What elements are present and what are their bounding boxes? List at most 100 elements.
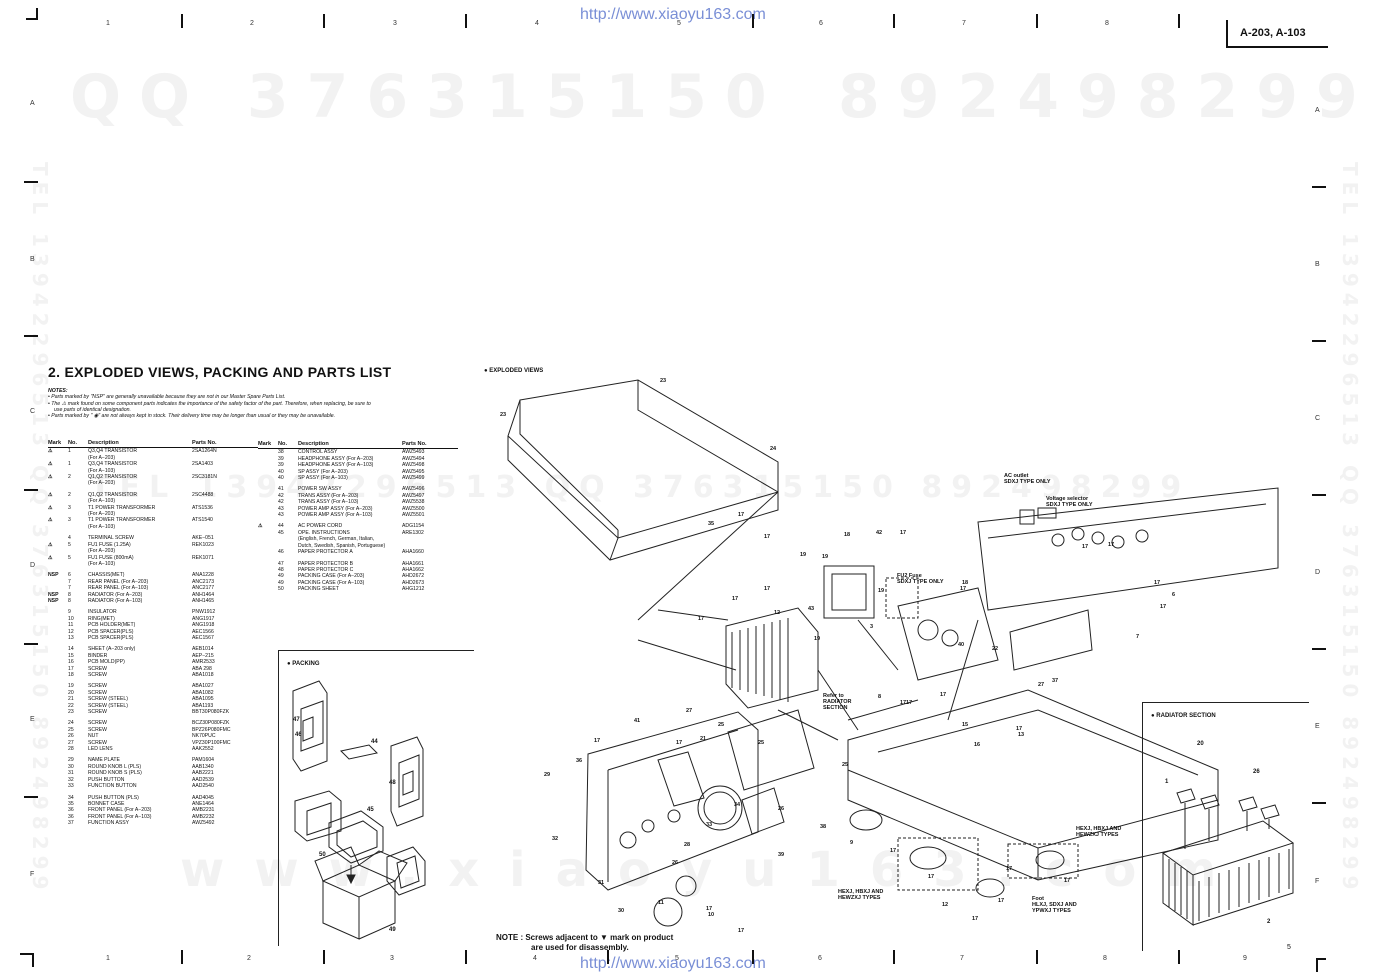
no-cell: 29 <box>68 757 74 764</box>
col-number: 7 <box>960 955 964 962</box>
description-cell: POWER SW ASSY <box>298 486 342 493</box>
description-cell: SHEET (A−203 only) <box>88 646 136 653</box>
row-tick <box>24 335 38 337</box>
row-tick <box>24 489 38 491</box>
col-number: 4 <box>533 955 537 962</box>
callout: 17 <box>998 898 1004 904</box>
corner-mark-tl <box>26 18 38 20</box>
col-number: 1 <box>106 955 110 962</box>
watermark-url-bottom: http://www.xiaoyu163.com <box>580 955 766 972</box>
callout: 37 <box>1052 678 1058 684</box>
parts-no-cell: AWZ5499 <box>402 475 425 482</box>
watermark-qq-right: 892498299 <box>838 62 1376 132</box>
header-no: No. <box>278 441 298 450</box>
watermark-side-right: TEL 13942296513 QQ 376315150 892498299 <box>1338 162 1362 896</box>
callout: 26 <box>778 806 784 812</box>
parts-no-cell: ATS1536 <box>192 504 213 511</box>
col-tick <box>1178 950 1180 964</box>
exploded-views-label: ● EXPLODED VIEWS <box>484 368 544 374</box>
callout: 23 <box>500 412 506 418</box>
no-cell: 27 <box>68 739 74 746</box>
notes-heading: NOTES: <box>48 388 68 394</box>
model-tag: A-203, A-103 <box>1226 20 1328 48</box>
callout: 25 <box>718 722 724 728</box>
packing-box: ● PACKING 47 46 <box>278 650 474 946</box>
description-cell: POWER AMP ASSY (For A−103) <box>298 512 373 519</box>
col-number: 2 <box>250 20 254 27</box>
parts-no-cell: AHA1661 <box>402 560 424 567</box>
description-cell: SCREW <box>88 720 107 727</box>
no-cell: 20 <box>68 689 74 696</box>
mark-cell: ⚠ <box>48 504 53 511</box>
table-row: (English, French, German, Italian, <box>258 536 458 542</box>
fu2-fuse: FU2 Fuse <box>897 573 922 579</box>
callout: 40 <box>958 642 964 648</box>
header-parts-no: Parts No. <box>192 440 258 449</box>
foot: Foot <box>1032 896 1044 902</box>
exploded-view-drawing: 23 23 24 35 17 17 42 17 19 19 18 19 43 3… <box>500 378 1279 934</box>
no-cell: 35 <box>68 800 74 807</box>
no-cell: 12 <box>68 628 74 635</box>
hewzxj-types: HEWZXJ TYPES <box>1076 832 1119 839</box>
parts-no-cell: 2SC4488 <box>192 491 214 498</box>
col-tick <box>323 950 325 964</box>
no-cell: 21 <box>68 696 74 703</box>
table-row: 12 PCB SPACER(PLS) AEC1566 <box>48 629 258 635</box>
callout: 17 <box>1016 726 1022 732</box>
callout: 17 <box>698 616 704 622</box>
no-cell: 16 <box>68 659 74 666</box>
col-tick <box>893 950 895 964</box>
packing-label: ● PACKING <box>287 661 320 667</box>
callout: 15 <box>962 722 968 728</box>
parts-no-cell: AEC1566 <box>192 628 214 635</box>
no-cell: 44 <box>278 523 284 530</box>
row-letter: C <box>1315 415 1321 422</box>
callout: 17 <box>900 530 906 536</box>
mark-cell <box>258 449 278 456</box>
row-letter: B <box>1315 261 1320 268</box>
callout: 39 <box>778 852 784 858</box>
description-cell: (For A−203) <box>88 511 116 518</box>
foot-label: Foot HLXJ, SDXJ AND YPWXJ TYPES <box>1032 896 1077 915</box>
description-cell: SCREW <box>88 672 107 678</box>
no-cell: 32 <box>68 776 74 783</box>
watermark-url-top: http://www.xiaoyu163.com <box>580 6 766 23</box>
col-number: 6 <box>819 20 823 27</box>
callout: 20 <box>1197 741 1204 747</box>
callout: 12 <box>942 902 948 908</box>
description-cell: PUSH BUTTON <box>88 776 125 783</box>
parts-no-cell: AWZ5495 <box>402 468 425 475</box>
callout: 21 <box>700 736 706 742</box>
callout: 33 <box>706 822 712 828</box>
description-cell: PCB SPACER(PLS) <box>88 628 134 635</box>
description-cell: FUNCTION BUTTON <box>88 783 137 790</box>
parts-no-cell: AHD2673 <box>402 579 425 586</box>
parts-no-cell: AWZ5492 <box>192 820 215 827</box>
radiator-section-box: ● RADIATOR SECTION 20 26 1 2 <box>1142 702 1309 951</box>
callout: 48 <box>389 780 396 786</box>
col-tick <box>752 950 754 964</box>
callout: 17 <box>900 700 906 706</box>
radiator-drawing: 20 26 1 2 <box>1161 741 1295 926</box>
parts-no-cell: NK70PUC <box>192 733 216 740</box>
callout: 17 <box>764 586 770 592</box>
table-row: (For A−203) <box>48 548 258 554</box>
callout: 50 <box>319 852 326 858</box>
